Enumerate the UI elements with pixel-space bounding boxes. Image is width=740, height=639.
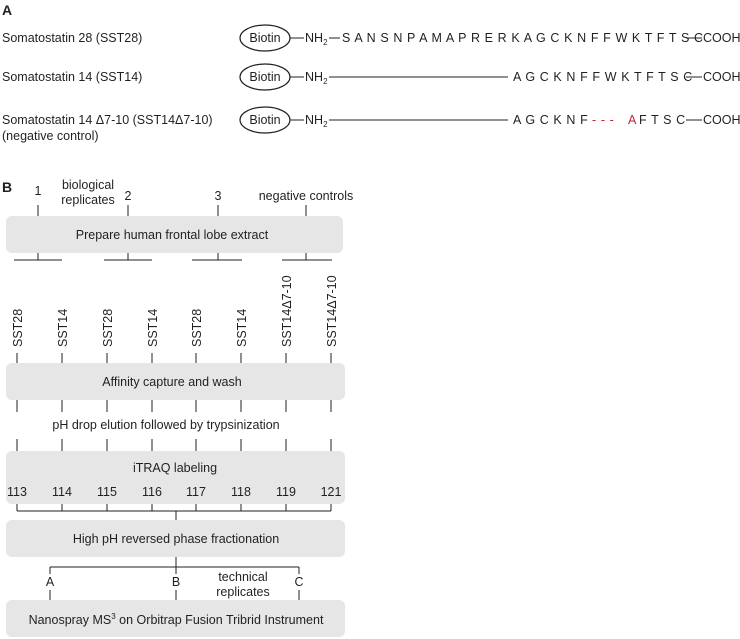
cooh-label: COOH [703,31,740,45]
capture-ticks [16,400,332,412]
itraq-tag: 121 [321,485,342,499]
sst14-delta-sequence-end: F T S C [639,113,686,127]
step-nanospray-box [6,600,345,637]
technical-replicates-label: replicates [216,585,270,599]
step-itraq-box [6,451,345,504]
biotin-label: Biotin [249,31,280,45]
technical-bracket [49,557,300,574]
step-prepare-extract-box [6,216,343,253]
itraq-tag: 117 [186,485,206,499]
sst14-name: Somatostatin 14 (SST14) [2,70,142,84]
itraq-tag: 118 [231,485,251,499]
biotin-label: Biotin [249,113,280,127]
step-affinity-capture: Affinity capture and wash [102,375,241,389]
sst14-delta-row: Somatostatin 14 Δ7-10 (SST14Δ7-10) (nega… [2,106,740,143]
pooling-bracket [16,504,332,520]
step-prepare-extract: Prepare human frontal lobe extract [76,228,269,242]
sst14-delta-sequence-start: A G C K N F [513,113,588,127]
cooh-label: COOH [703,70,740,84]
step-ph-drop-elution: pH drop elution followed by trypsinizati… [52,418,279,432]
split-brackets [14,253,332,261]
panel-a-label: A [2,2,12,18]
sst28-sequence: S A N S N P A M A P R E R K A G C K N F … [342,31,704,45]
itraq-tag: 116 [142,485,162,499]
sst14-sequence: A G C K N F F W K T F T S C [513,70,693,84]
sample-label: SST28 [11,309,25,347]
technical-replicate-b: B [172,575,180,589]
technical-replicate-a: A [46,575,55,589]
itraq-tag: 113 [7,485,27,499]
sst28-row: Somatostatin 28 (SST28) Biotin NH2 S A N… [2,24,740,52]
nh2-label: NH2 [305,70,328,86]
replicates-label: replicates [61,193,115,207]
nh2-label: NH2 [305,113,328,129]
itraq-tags: 113 114 115 116 117 118 119 121 [7,485,341,499]
itraq-tag: 115 [97,485,117,499]
panel-b-label: B [2,179,12,195]
technical-ticks [49,590,300,600]
nh2-label: NH2 [305,31,328,47]
replicate-3-label: 3 [215,189,222,203]
replicate-2-label: 2 [125,189,132,203]
sample-ticks [16,353,332,363]
sample-label: SST28 [101,309,115,347]
technical-label: technical [218,570,267,584]
step-fractionation-box [6,520,345,557]
sample-label: SST14 [56,309,70,347]
biotin-label: Biotin [249,70,280,84]
deleted-residues: - - - [592,113,614,127]
cooh-label: COOH [703,113,740,127]
replicate-1-label: 1 [35,184,42,198]
step-itraq-labeling: iTRAQ labeling [133,461,217,475]
sst28-name: Somatostatin 28 (SST28) [2,31,142,45]
replicate-ticks [37,205,307,216]
step-fractionation: High pH reversed phase fractionation [73,532,279,546]
step-nanospray: Nanospray MS3 on Orbitrap Fusion Tribrid… [29,612,324,627]
sample-label: SST28 [190,309,204,347]
negative-controls-label: negative controls [259,189,354,203]
sample-label: SST14 [146,309,160,347]
substituted-residue: A [628,113,637,127]
negative-control-note: (negative control) [2,129,99,143]
elution-ticks [16,439,332,451]
technical-replicate-c: C [294,575,303,589]
sst14-delta-name: Somatostatin 14 Δ7-10 (SST14Δ7-10) [2,113,213,127]
step-affinity-capture-box [6,363,345,400]
sample-labels: SST28 SST14 SST28 SST14 SST28 SST14 SST1… [11,275,339,347]
itraq-tag: 114 [52,485,72,499]
sst14-row: Somatostatin 14 (SST14) Biotin NH2 A G C… [2,63,740,91]
biological-label: biological [62,178,114,192]
sample-label: SST14Δ7-10 [325,275,339,347]
itraq-tag: 119 [276,485,296,499]
sample-label: SST14Δ7-10 [280,275,294,347]
sample-label: SST14 [235,309,249,347]
